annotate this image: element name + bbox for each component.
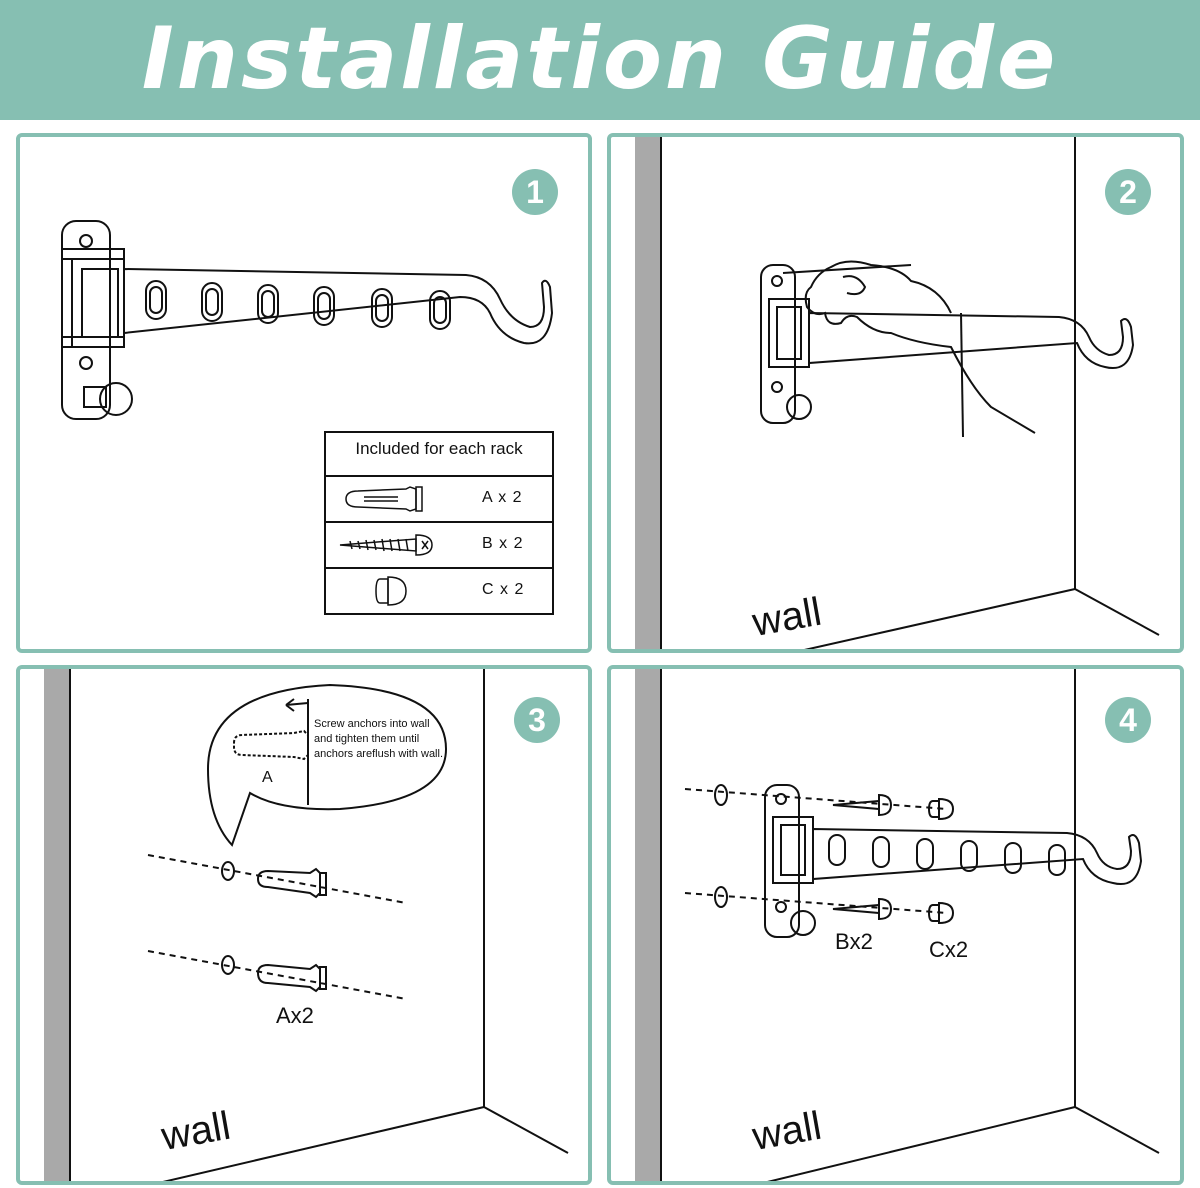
screw-part — [878, 897, 893, 921]
wall-edge — [635, 669, 661, 1181]
wall-edge — [635, 137, 661, 649]
anchor-qty-label: Ax2 — [276, 1003, 314, 1028]
callout-bubble — [206, 683, 448, 847]
included-part-row: A x 2 — [326, 475, 552, 521]
included-parts-table: Included for each rack A x 2 B x — [324, 431, 554, 615]
cap-part — [938, 797, 955, 821]
wall-edge — [44, 669, 70, 1181]
anchor-icon — [345, 486, 423, 512]
screw-part — [878, 793, 893, 817]
step-4-panel: 4 Bx2 Cx2 wall — [607, 665, 1184, 1185]
page-title: Installation Guide — [141, 9, 1059, 109]
callout-text: Screw anchors into wall and tighten them… — [314, 718, 444, 760]
screw-icon — [339, 534, 433, 556]
step-2-panel: 2 wall — [607, 133, 1184, 653]
step-3-illustration — [44, 669, 569, 1181]
cap-part — [938, 901, 955, 925]
base-plate — [61, 220, 111, 420]
step-number-badge: 1 — [512, 169, 558, 215]
screw-qty: B x 2 — [482, 535, 524, 552]
step-number-badge: 2 — [1105, 169, 1151, 215]
step-3-panel: A Screw anchors into wall and tighten th… — [16, 665, 592, 1185]
callout-part-label: A — [262, 769, 273, 786]
header-banner: Installation Guide — [0, 0, 1200, 120]
included-part-row: B x 2 — [326, 521, 552, 567]
step-number-badge: 3 — [514, 697, 560, 743]
knob — [99, 382, 133, 416]
hand-drawing — [804, 260, 1036, 434]
hanger-arm — [123, 267, 554, 345]
anchor-part — [256, 867, 321, 899]
cap-icon — [375, 576, 407, 606]
included-part-row: C x 2 — [326, 567, 552, 613]
step-number-badge: 4 — [1105, 697, 1151, 743]
anchor-qty: A x 2 — [482, 489, 523, 506]
cap-qty: C x 2 — [482, 581, 525, 598]
step-1-panel: 1 Included for each rack A x 2 — [16, 133, 592, 653]
step-2-illustration — [635, 137, 1160, 649]
step-4-illustration — [635, 669, 1160, 1181]
cap-qty-label: Cx2 — [929, 937, 969, 962]
screw-qty-label: Bx2 — [835, 929, 873, 954]
step-1-illustration — [61, 220, 554, 420]
included-parts-title: Included for each rack — [355, 439, 523, 458]
